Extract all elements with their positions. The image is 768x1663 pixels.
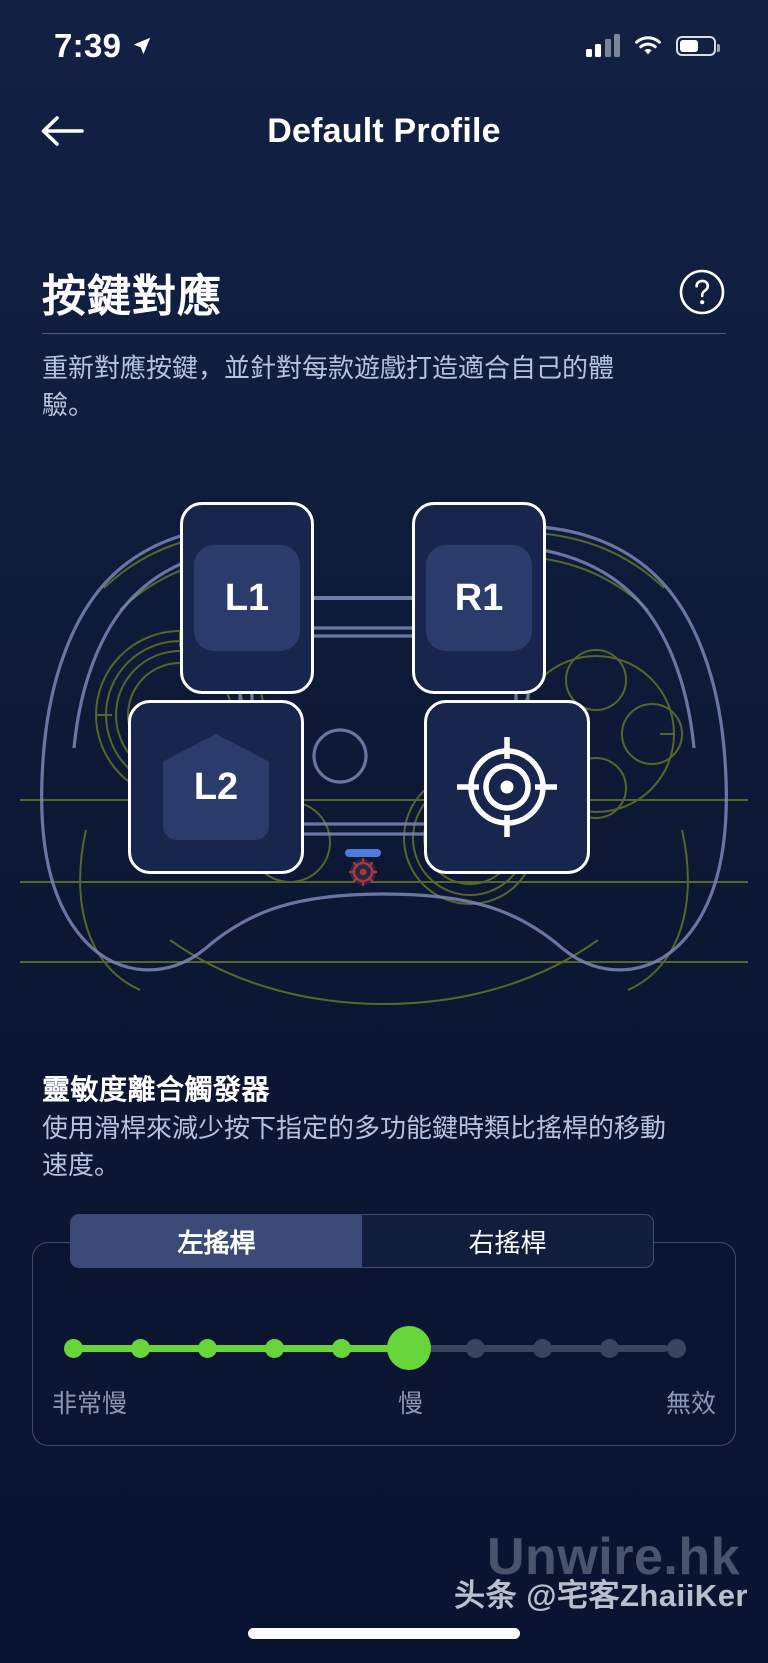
battery-icon bbox=[676, 36, 721, 56]
slider-tick-2[interactable] bbox=[131, 1339, 150, 1358]
l1-label: L1 bbox=[224, 576, 270, 619]
back-arrow-icon bbox=[41, 116, 84, 146]
map-button-aim[interactable] bbox=[424, 700, 590, 874]
slider-track-fill bbox=[68, 1345, 404, 1352]
controller-illustration: L1 R1 L2 bbox=[0, 470, 768, 1040]
map-button-l2[interactable]: L2 bbox=[128, 700, 304, 874]
controller-wireframe-svg bbox=[20, 525, 748, 1006]
header-divider bbox=[42, 333, 726, 335]
slider-tick-10[interactable] bbox=[667, 1339, 686, 1358]
page-title: Default Profile bbox=[267, 111, 501, 150]
slider-label-right: 無效 bbox=[665, 1390, 716, 1418]
status-time: 7:39 bbox=[54, 27, 122, 64]
slider-tick-3[interactable] bbox=[198, 1339, 217, 1358]
tab-right-stick[interactable]: 右搖桿 bbox=[468, 1227, 547, 1258]
sensitivity-slider[interactable] bbox=[64, 1326, 704, 1370]
mapping-title: 按鍵對應 bbox=[42, 272, 222, 321]
location-arrow-icon bbox=[134, 37, 151, 55]
slider-tick-9[interactable] bbox=[600, 1339, 619, 1358]
stick-tabs: 左搖桿 右搖桿 bbox=[70, 1214, 654, 1268]
watermark-author: 头条 @宅客ZhaiiKer bbox=[454, 1578, 748, 1613]
crosshair-icon bbox=[457, 737, 557, 837]
sensitivity-title: 靈敏度離合觸發器 bbox=[42, 1074, 271, 1105]
r1-badge: R1 bbox=[426, 545, 532, 651]
home-indicator[interactable] bbox=[248, 1628, 520, 1639]
l1-badge: L1 bbox=[194, 545, 300, 651]
slider-thumb[interactable] bbox=[387, 1326, 431, 1370]
back-button[interactable] bbox=[30, 101, 94, 161]
slider-tick-5[interactable] bbox=[332, 1339, 351, 1358]
sensitivity-description: 使用滑桿來減少按下指定的多功能鍵時類比搖桿的移動速度。 bbox=[42, 1113, 667, 1180]
mapping-description: 重新對應按鍵，並針對每款遊戲打造適合自己的體驗。 bbox=[42, 353, 615, 420]
map-button-r1[interactable]: R1 bbox=[412, 502, 546, 694]
l2-badge: L2 bbox=[163, 734, 269, 840]
slider-label-left: 非常慢 bbox=[52, 1390, 128, 1418]
map-button-l1[interactable]: L1 bbox=[180, 502, 314, 694]
watermark-site: Unwire.hk bbox=[487, 1528, 740, 1586]
cellular-signal-icon bbox=[585, 34, 620, 57]
status-bar: 7:39 bbox=[0, 0, 768, 92]
slider-tick-1[interactable] bbox=[64, 1339, 83, 1358]
navigation-bar: Default Profile bbox=[0, 97, 768, 165]
status-bar-left: 7:39 bbox=[54, 27, 153, 65]
settings-gear-icon bbox=[345, 849, 381, 887]
slider-tick-8[interactable] bbox=[533, 1339, 552, 1358]
help-circle-icon[interactable] bbox=[678, 268, 726, 316]
slider-tick-7[interactable] bbox=[466, 1339, 485, 1358]
l2-label: L2 bbox=[193, 765, 239, 808]
slider-tick-4[interactable] bbox=[265, 1339, 284, 1358]
slider-labels: 非常慢 慢 無效 bbox=[52, 1384, 716, 1420]
r1-label: R1 bbox=[454, 576, 504, 619]
mapping-section-header: 按鍵對應 bbox=[42, 260, 726, 324]
wifi-icon bbox=[635, 36, 661, 55]
status-bar-right bbox=[585, 34, 721, 57]
tab-left-stick[interactable]: 左搖桿 bbox=[71, 1215, 362, 1267]
slider-label-center: 慢 bbox=[397, 1390, 423, 1418]
